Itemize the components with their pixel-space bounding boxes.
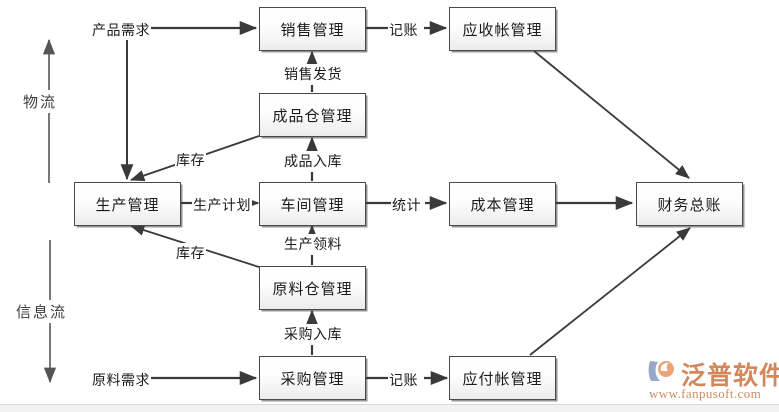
watermark-url: www.fanpusoft.com [649,386,762,401]
edge-label-stock-top: 库存 [175,150,206,170]
node-purchase[interactable]: 采购管理 [259,356,366,400]
node-production[interactable]: 生产管理 [74,182,181,226]
edge-label-finished-goods-in: 成品入库 [283,151,343,171]
node-payable[interactable]: 应付帐管理 [449,356,556,400]
edge-label-product-demand: 产品需求 [91,20,151,40]
edge-label-production-plan: 生产计划 [192,195,252,215]
edge-label-material-demand: 原料需求 [91,370,151,390]
edge-label-sales-delivery: 销售发货 [283,64,343,84]
edge-label-purchase-in: 采购入库 [283,324,343,344]
axis-label-material-flow: 物流 [21,90,60,113]
node-sales[interactable]: 销售管理 [259,7,366,51]
edge-receivable-to-ledger [533,50,690,179]
watermark-logo: 泛普软件 www.fanpusoft.com [647,356,779,406]
edge-label-booking-bottom: 记账 [388,370,419,390]
edge-label-production-picking: 生产领料 [283,234,343,254]
node-raw-material-warehouse[interactable]: 原料仓管理 [259,266,366,310]
node-workshop[interactable]: 车间管理 [259,182,366,226]
edge-label-stock-bottom: 库存 [175,243,206,263]
fanpu-logo-icon [648,361,674,381]
node-finished-goods-warehouse[interactable]: 成品仓管理 [259,93,366,137]
node-cost[interactable]: 成本管理 [449,182,556,226]
node-general-ledger[interactable]: 财务总账 [636,182,743,226]
bottom-edge-strip [0,404,779,412]
watermark-brand: 泛普软件 [681,361,779,390]
edge-label-statistics: 统计 [391,195,422,215]
edge-label-booking-top: 记账 [388,20,419,40]
axis-label-information-flow: 信息流 [14,300,70,323]
node-receivable[interactable]: 应收帐管理 [449,7,556,51]
edge-payable-to-ledger [529,227,691,356]
